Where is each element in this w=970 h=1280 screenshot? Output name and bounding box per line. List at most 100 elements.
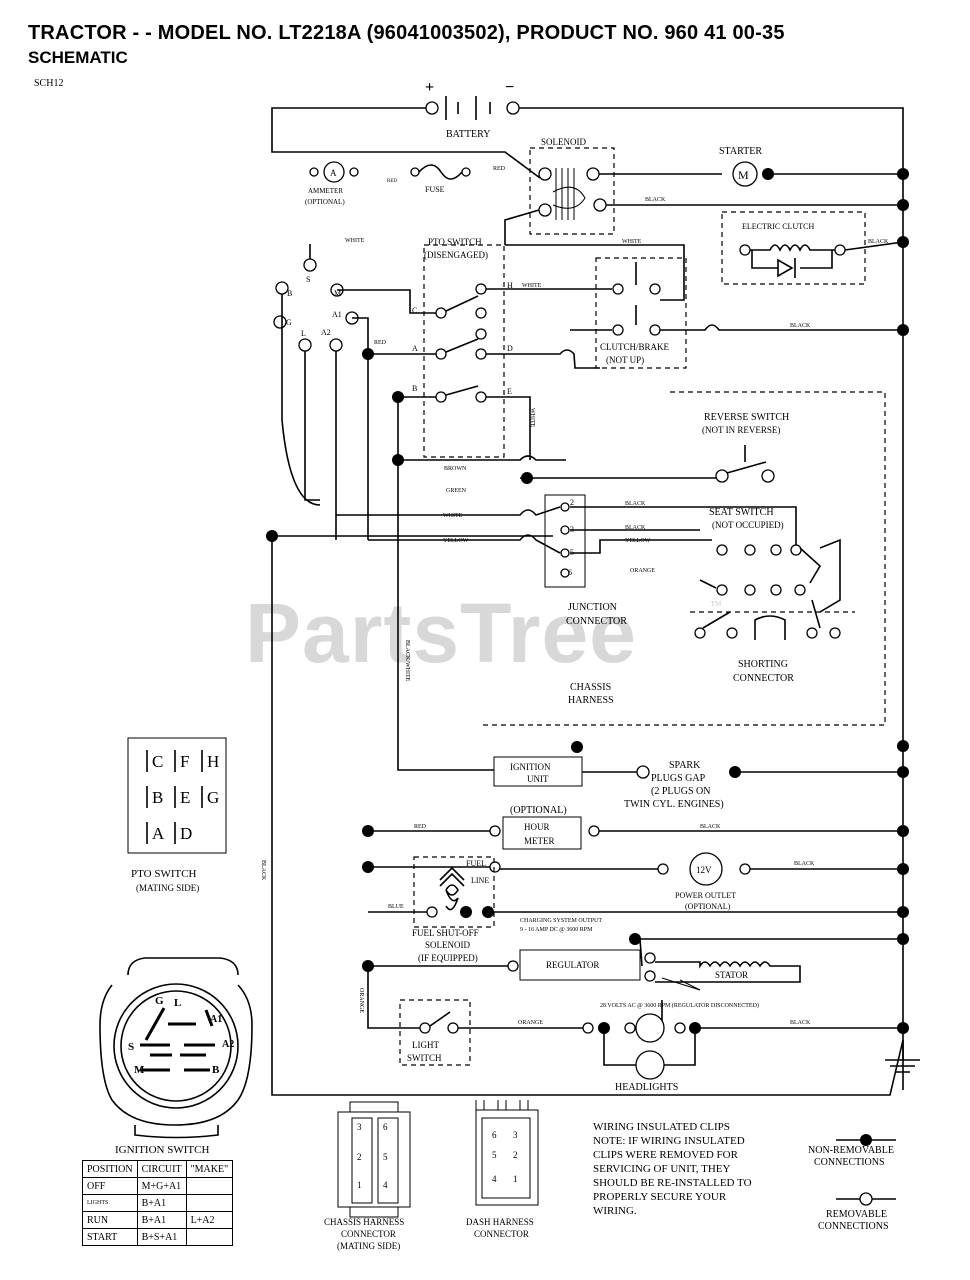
pto-switch-box xyxy=(423,244,505,458)
page-title: TRACTOR - - MODEL NO. LT2218A (960410035… xyxy=(28,22,785,44)
svg-text:METER: METER xyxy=(524,836,555,846)
svg-text:AMMETER: AMMETER xyxy=(308,187,343,195)
svg-text:CONNECTOR: CONNECTOR xyxy=(341,1229,396,1239)
svg-text:S: S xyxy=(306,275,310,284)
non-removable-dot-icon xyxy=(860,1134,872,1146)
svg-text:PROPERLY SECURE YOUR: PROPERLY SECURE YOUR xyxy=(593,1191,727,1203)
svg-text:1: 1 xyxy=(357,1180,362,1190)
legend: NON-REMOVABLE CONNECTIONS REMOVABLE CONN… xyxy=(808,1134,896,1232)
svg-text:BLACK: BLACK xyxy=(700,824,721,830)
svg-text:HOUR: HOUR xyxy=(524,822,550,832)
table-cell: B+S+A1 xyxy=(136,1228,187,1246)
svg-text:WHITE: WHITE xyxy=(529,408,535,428)
svg-text:B: B xyxy=(152,788,163,807)
light-switch-label: LIGHT xyxy=(412,1040,439,1050)
svg-text:9 - 16 AMP DC @ 3600 RPM: 9 - 16 AMP DC @ 3600 RPM xyxy=(520,927,593,933)
svg-text:BLACK: BLACK xyxy=(645,197,666,203)
svg-text:RED: RED xyxy=(493,166,506,172)
svg-text:6: 6 xyxy=(383,1122,388,1132)
svg-text:CONNECTIONS: CONNECTIONS xyxy=(818,1221,889,1232)
svg-text:BLACK: BLACK xyxy=(794,861,815,867)
svg-text:S: S xyxy=(128,1041,134,1053)
hour-meter-box xyxy=(502,816,582,850)
svg-text:A: A xyxy=(152,824,165,843)
wiring-note: WIRING INSULATED CLIPS NOTE: IF WIRING I… xyxy=(593,1121,752,1217)
table-row: RUN B+A1 L+A2 xyxy=(82,1211,234,1229)
battery-plus-label: + xyxy=(425,79,434,96)
svg-text:SERVICING OF UNIT, THEY: SERVICING OF UNIT, THEY xyxy=(593,1163,730,1175)
table-row: LIGHTS B+A1 xyxy=(82,1194,234,1212)
svg-text:G: G xyxy=(207,788,219,807)
pto-mating-connector xyxy=(127,737,227,854)
table-cell: OFF xyxy=(82,1177,138,1195)
svg-text:5: 5 xyxy=(383,1152,388,1162)
fuse-icon xyxy=(418,164,463,180)
svg-text:ORANGE: ORANGE xyxy=(358,988,364,1013)
electric-clutch-label: ELECTRIC CLUTCH xyxy=(742,222,814,231)
regulator-box xyxy=(519,949,641,981)
svg-text:NON-REMOVABLE: NON-REMOVABLE xyxy=(808,1145,894,1156)
solenoid-label: SOLENOID xyxy=(541,137,586,147)
table-cell: RUN xyxy=(82,1211,138,1229)
svg-text:HARNESS: HARNESS xyxy=(568,695,614,706)
svg-text:4: 4 xyxy=(383,1180,388,1190)
page-subtitle: SCHEMATIC xyxy=(28,48,128,67)
svg-text:(OPTIONAL): (OPTIONAL) xyxy=(510,805,567,816)
svg-text:BLACK/WHITE: BLACK/WHITE xyxy=(404,640,410,682)
dash-connector-label: DASH HARNESS xyxy=(466,1217,534,1227)
watermark: PartsTree xyxy=(245,586,637,680)
svg-text:WIRING.: WIRING. xyxy=(593,1205,637,1217)
svg-text:L: L xyxy=(174,997,181,1009)
svg-text:RED: RED xyxy=(374,340,387,346)
svg-text:SOLENOID: SOLENOID xyxy=(425,940,470,950)
dash-harness-connector: 6 3 5 2 4 1 xyxy=(475,1100,539,1206)
svg-text:RED: RED xyxy=(387,179,397,184)
svg-text:6: 6 xyxy=(568,568,572,577)
svg-text:E: E xyxy=(507,387,512,396)
diode-icon xyxy=(777,258,796,278)
svg-text:A: A xyxy=(330,168,337,178)
stator-arrow xyxy=(661,977,701,991)
svg-text:A2: A2 xyxy=(321,328,331,337)
svg-text:WHITE: WHITE xyxy=(345,238,365,244)
svg-text:(NOT UP): (NOT UP) xyxy=(606,355,644,365)
fuse-label: FUSE xyxy=(425,185,445,194)
table-cell: B+A1 xyxy=(136,1194,187,1212)
schematic-code: SCH12 xyxy=(34,78,64,89)
svg-text:WIRING INSULATED CLIPS: WIRING INSULATED CLIPS xyxy=(593,1121,730,1133)
solenoid-winding xyxy=(552,186,586,209)
table-cell: LIGHTS xyxy=(82,1194,138,1212)
svg-text:H: H xyxy=(207,752,219,771)
svg-text:L: L xyxy=(301,329,306,338)
svg-text:C: C xyxy=(152,752,163,771)
stator-coil xyxy=(655,961,801,983)
svg-text:BLACK: BLACK xyxy=(625,525,646,531)
solenoid-coil xyxy=(555,168,575,220)
light-switch-box xyxy=(399,999,471,1066)
svg-text:28 VOLTS AC @ 3600 RPM (REGULA: 28 VOLTS AC @ 3600 RPM (REGULATOR DISCON… xyxy=(600,1002,759,1009)
svg-text:2: 2 xyxy=(513,1150,518,1160)
battery-label: BATTERY xyxy=(446,129,490,140)
headlights-label: HEADLIGHTS xyxy=(615,1082,678,1093)
ignition-switch-table: POSITION CIRCUIT "MAKE" OFF M+G+A1 LIGHT… xyxy=(82,1160,234,1246)
chassis-harness-connector: 3 6 2 5 1 4 xyxy=(337,1101,411,1218)
shorting-label: SHORTING xyxy=(738,659,788,670)
svg-text:WHITE: WHITE xyxy=(622,239,642,245)
svg-text:1: 1 xyxy=(513,1174,518,1184)
headlight-icon-1 xyxy=(635,1013,665,1043)
starter-motor xyxy=(732,161,758,187)
svg-text:UNIT: UNIT xyxy=(527,774,549,784)
svg-text:A2: A2 xyxy=(222,1039,234,1050)
svg-text:CONNECTOR: CONNECTOR xyxy=(474,1229,529,1239)
svg-text:(NOT IN REVERSE): (NOT IN REVERSE) xyxy=(702,425,780,435)
svg-text:(OPTIONAL): (OPTIONAL) xyxy=(305,198,345,206)
svg-text:A: A xyxy=(412,344,418,353)
clutch-brake-box xyxy=(595,257,687,369)
table-cell xyxy=(185,1194,234,1212)
table-row: OFF M+G+A1 xyxy=(82,1177,234,1195)
pto-terminals: C F H B E G A D xyxy=(146,750,219,844)
svg-text:YELLOW: YELLOW xyxy=(625,538,651,544)
junction-connector xyxy=(544,494,586,588)
table-header: CIRCUIT xyxy=(136,1160,187,1178)
